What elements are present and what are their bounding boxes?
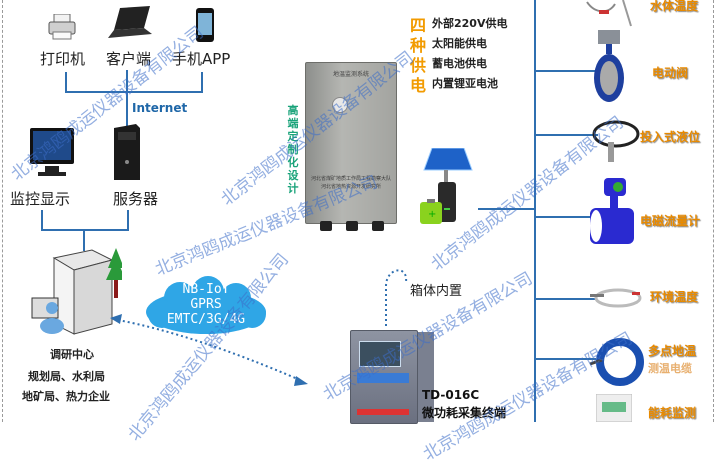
ground-temp-cable-icon	[589, 338, 644, 386]
connector-line	[126, 70, 128, 126]
power-item-3: 蓄电池供电	[432, 57, 487, 70]
power-item-1: 外部220V供电	[432, 17, 508, 30]
power-item-2: 太阳能供电	[432, 37, 487, 50]
connector-line	[83, 229, 85, 251]
electric-valve-icon	[594, 30, 624, 102]
cable-gland	[372, 221, 384, 231]
connector-line	[65, 91, 203, 93]
sensor-label-water-temp: 水体温度	[650, 0, 699, 13]
sensor-label-ambient-temp: 环境温度	[650, 290, 699, 304]
sensor-label-level: 投入式液位	[640, 130, 701, 144]
sensor-label-ground-temp: 多点地温	[648, 344, 697, 358]
connector-line	[127, 210, 129, 230]
right-border	[713, 0, 714, 422]
connector-line	[65, 72, 67, 92]
cable-gland	[320, 221, 332, 231]
power-char-3: 供	[410, 56, 427, 75]
mobile-app-label: 手机APP	[172, 50, 231, 68]
branch-line	[536, 358, 596, 360]
connector-line	[41, 210, 43, 230]
org-line-3: 地矿局、热力企业	[22, 390, 110, 403]
connector-line	[41, 229, 129, 231]
svg-text:+: +	[428, 209, 436, 220]
cabinet-title: 地温监测系统	[332, 71, 369, 78]
bus-line	[534, 0, 536, 422]
energy-meter-icon	[596, 394, 632, 422]
terminal-keys	[357, 373, 409, 383]
terminal-name: 微功耗采集终端	[422, 406, 507, 420]
server-icon	[114, 124, 140, 180]
internet-label: Internet	[132, 101, 188, 115]
network-label: NB-IoT GPRS EMTC/3G/4G	[166, 282, 246, 327]
printer-label: 打印机	[40, 50, 86, 68]
power-char-1: 四	[410, 16, 427, 35]
terminal-screen	[359, 341, 401, 367]
terminal-model: TD-016C	[422, 388, 480, 402]
connector-line	[201, 72, 203, 92]
printer-icon	[48, 14, 76, 40]
sensor-label-flowmeter: 电磁流量计	[640, 214, 701, 228]
org-line-1: 调研中心	[50, 348, 94, 361]
level-sensor-icon	[592, 120, 640, 162]
internal-link	[385, 269, 408, 326]
sensor-label-electric-valve: 电动阀	[652, 66, 689, 80]
lock-icon	[332, 97, 348, 113]
control-cabinet: 地温监测系统 河北省煤矿地质工作局工程勘察大队 河北省地热资源开发研究所	[305, 62, 397, 231]
sensor-sublabel-ground-temp: 测温电缆	[648, 362, 692, 375]
client-label: 客户端	[106, 50, 152, 68]
water-temp-sensor-icon	[586, 0, 632, 27]
built-in-label: 箱体内置	[410, 284, 463, 299]
branch-line	[536, 70, 598, 72]
terminal-indicator	[357, 409, 409, 415]
phone-icon	[196, 8, 214, 42]
collection-terminal	[350, 330, 418, 424]
power-char-2: 种	[410, 36, 427, 55]
server-label: 服务器	[113, 190, 159, 208]
wireless-link	[110, 314, 308, 386]
cabinet-footer: 河北省煤矿地质工作局工程勘察大队 河北省地热资源开发研究所	[310, 176, 391, 190]
branch-line	[536, 216, 592, 218]
flowmeter-icon	[590, 178, 634, 244]
branch-line	[536, 298, 596, 300]
building-icon	[31, 248, 122, 335]
terminal-side	[416, 332, 434, 422]
connector-line	[478, 208, 536, 210]
battery-icon: +	[420, 199, 442, 224]
sensor-label-energy: 能耗监测	[648, 406, 697, 420]
power-item-4: 内置锂亚电池	[432, 77, 498, 90]
monitor-label: 监控显示	[10, 190, 71, 208]
solar-panel-icon	[423, 148, 473, 222]
ambient-temp-sensor-icon	[590, 288, 642, 308]
custom-design-label: 高 端 定 制 化 设 计	[287, 104, 299, 195]
laptop-icon	[108, 6, 152, 38]
cable-gland	[346, 221, 358, 231]
branch-line	[536, 134, 598, 136]
power-char-4: 电	[410, 76, 427, 95]
cloud-icon	[146, 276, 266, 334]
monitor-icon	[30, 128, 74, 176]
org-line-2: 规划局、水利局	[28, 370, 105, 383]
left-border	[2, 0, 3, 422]
